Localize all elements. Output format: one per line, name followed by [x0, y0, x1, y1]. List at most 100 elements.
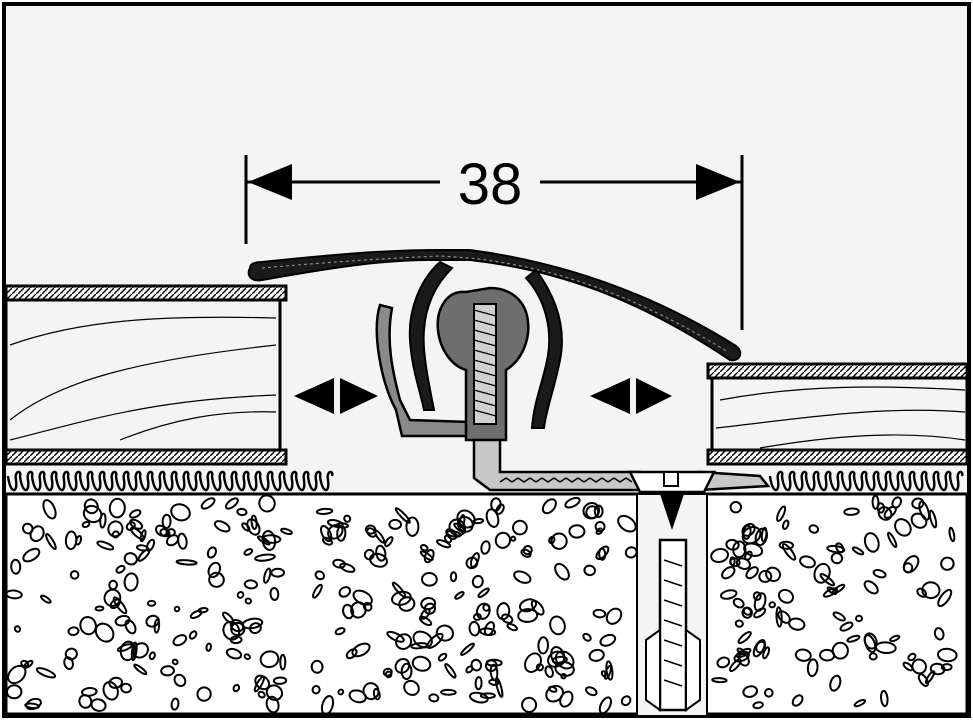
concrete-pebble: [826, 586, 838, 596]
concrete-pebble: [732, 597, 745, 609]
concrete-pebble: [337, 688, 345, 696]
concrete-pebble: [161, 513, 172, 530]
concrete-pebble: [474, 676, 483, 691]
concrete-pebble: [130, 641, 138, 662]
concrete-pebble: [877, 506, 893, 521]
concrete-pebble: [752, 639, 766, 658]
concrete-pebble: [243, 653, 251, 661]
concrete-pebble: [236, 507, 248, 517]
concrete-pebble: [741, 525, 762, 545]
concrete-pebble: [794, 648, 812, 662]
concrete-pebble: [312, 583, 323, 599]
left-floor-panel: [4, 284, 334, 492]
concrete-pebble: [813, 562, 831, 584]
concrete-pebble: [314, 570, 326, 581]
concrete-pebble: [69, 570, 80, 580]
concrete-pebble: [177, 532, 188, 550]
concrete-pebble: [835, 542, 845, 554]
concrete-pebble: [334, 627, 346, 636]
concrete-pebble: [583, 564, 596, 577]
cover-profile: [247, 249, 742, 362]
concrete-pebble: [348, 689, 367, 704]
concrete-pebble: [173, 673, 187, 688]
concrete-pebble: [537, 636, 550, 655]
left-underlay: [6, 470, 334, 492]
concrete-pebble: [489, 663, 499, 681]
concrete-pebble: [937, 647, 958, 663]
concrete-pebble: [123, 552, 138, 566]
concrete-pebble: [745, 566, 759, 580]
concrete-pebble: [853, 698, 867, 708]
profile-right-leg: [524, 268, 563, 429]
concrete-pebble: [846, 634, 861, 643]
concrete-pebble: [372, 687, 381, 701]
concrete-pebble: [721, 566, 736, 580]
concrete-pebble: [872, 569, 887, 579]
concrete-pebble: [332, 558, 346, 569]
concrete-pebble: [598, 547, 607, 561]
concrete-pebble: [207, 561, 222, 579]
concrete-pebble: [22, 547, 41, 563]
concrete-pebble: [605, 607, 623, 625]
concrete-pebble: [544, 665, 554, 678]
concrete-pebble: [133, 663, 148, 676]
concrete-pebble: [485, 658, 503, 667]
concrete-pebble: [843, 507, 860, 516]
concrete-pebble: [465, 556, 479, 570]
dimension-arrow-right-icon: [696, 164, 740, 200]
concrete-pebble: [617, 514, 637, 533]
concrete-pebble: [744, 550, 753, 561]
concrete-pebble: [321, 536, 334, 546]
concrete-pebble: [81, 686, 98, 697]
concrete-pebble: [279, 653, 287, 671]
concrete-pebble: [524, 652, 542, 673]
concrete-pebble: [729, 500, 742, 514]
concrete-pebble: [729, 658, 742, 673]
concrete-pebble: [752, 591, 762, 601]
concrete-pebble: [384, 536, 394, 548]
concrete-pebble: [480, 540, 491, 555]
concrete-pebble: [446, 530, 462, 538]
concrete-pebble: [339, 562, 356, 573]
concrete-pebble: [791, 694, 804, 707]
concrete-pebble: [108, 676, 124, 689]
concrete-pebble: [159, 528, 171, 538]
concrete-pebble: [520, 548, 532, 558]
concrete-pebble: [336, 525, 347, 542]
concrete-pebble: [20, 659, 30, 668]
concrete-pebble: [887, 531, 898, 549]
concrete-pebble: [440, 688, 457, 696]
concrete-pebble: [940, 556, 955, 571]
concrete-pebble: [485, 508, 500, 528]
concrete-pebble: [549, 615, 566, 636]
concrete-pebble: [806, 658, 819, 678]
concrete-pebble: [428, 693, 440, 703]
concrete-pebble: [725, 538, 740, 551]
concrete-pebble: [593, 504, 604, 518]
concrete-pebble: [243, 548, 254, 556]
concrete-pebble: [460, 642, 475, 656]
concrete-pebble: [94, 622, 115, 643]
concrete-pebble: [225, 647, 243, 660]
concrete-pebble: [189, 609, 203, 620]
concrete-pebble: [894, 518, 912, 537]
concrete-pebble: [829, 674, 842, 692]
concrete-pebble: [883, 505, 897, 519]
concrete-pebble: [364, 524, 377, 535]
concrete-pebble: [742, 685, 759, 698]
concrete-pebble: [421, 571, 438, 587]
concrete-pebble: [222, 611, 235, 625]
concrete-pebble: [548, 535, 556, 545]
concrete-pebble: [363, 548, 375, 561]
concrete-pebble: [64, 530, 78, 551]
concrete-pebble: [743, 542, 764, 557]
concrete-pebble: [124, 619, 137, 635]
concrete-pebble: [545, 684, 564, 703]
concrete-pebble: [902, 661, 914, 672]
concrete-pebble: [568, 524, 586, 539]
concrete-pebble: [246, 518, 261, 536]
concrete-pebble: [592, 608, 607, 619]
right-underlay: [768, 470, 964, 492]
concrete-pebble: [788, 617, 806, 631]
concrete-pebble: [510, 535, 517, 542]
